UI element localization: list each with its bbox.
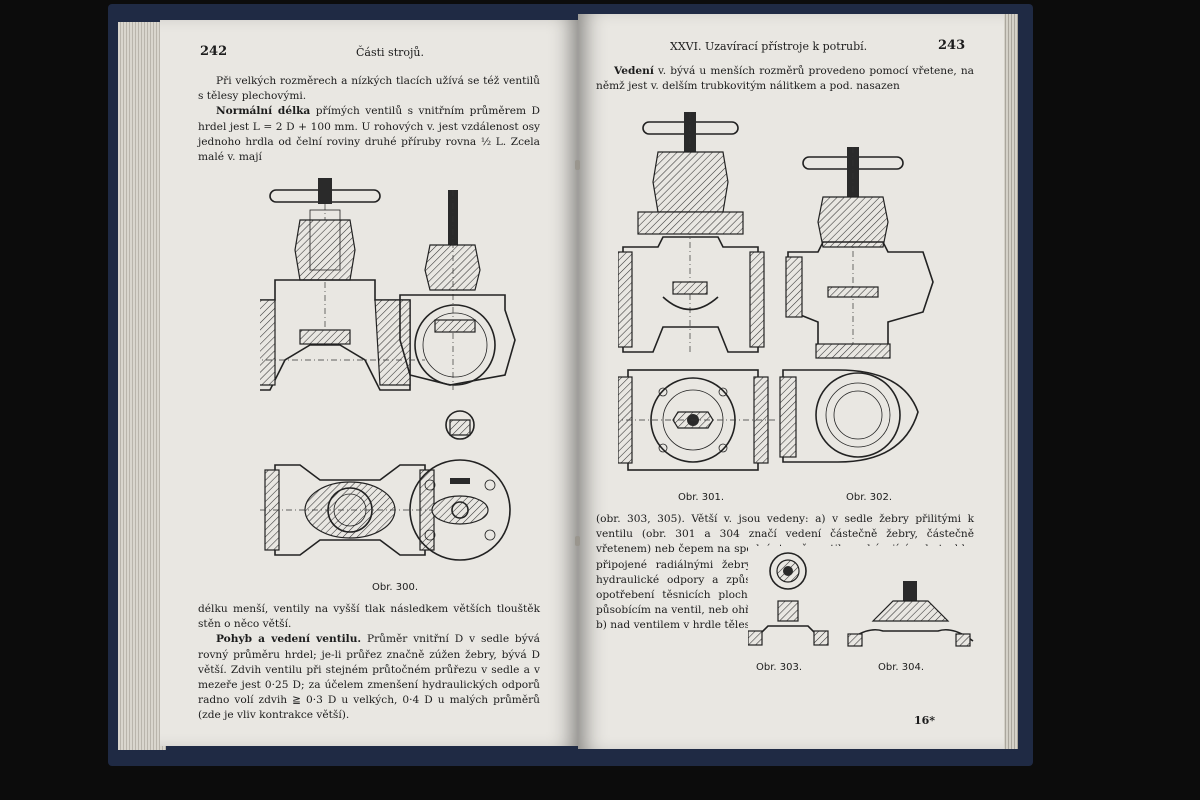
paragraph-text: přímých ventilů s vnitřním průměrem D hr… — [198, 105, 540, 164]
figure-caption: Obr. 300. — [372, 582, 419, 593]
figure-caption: Obr. 302. — [846, 492, 893, 503]
page-edges-left — [118, 22, 166, 750]
text-block-top: Při velkých rozměrech a nízkých tlacích … — [198, 74, 540, 165]
page-number: 243 — [938, 38, 966, 53]
valve-drawing-fig303-304 — [748, 546, 978, 658]
binding-stitch — [575, 160, 580, 170]
signature-mark: 16* — [914, 714, 936, 727]
paragraph: Vedení v. bývá u menších rozměrů provede… — [596, 64, 974, 94]
paragraph: délku menší, ventily na vyšší tlak násle… — [198, 603, 540, 631]
paragraph: Pohyb a vedení ventilu. Průměr vnitřní D… — [198, 632, 540, 723]
paragraph: Normální délka přímých ventilů s vnitřní… — [198, 104, 540, 165]
page-number: 242 — [200, 44, 228, 59]
paragraph-lead: Pohyb a vedení ventilu. — [216, 633, 362, 646]
running-head: Části strojů. — [356, 46, 424, 59]
text-block-bottom: délku menší, ventily na vyšší tlak násle… — [198, 602, 540, 724]
paragraph-text: Průměr vnitřní D v sedle bývá rovný prům… — [198, 633, 540, 722]
binding-stitch — [575, 536, 580, 546]
running-head: XXVI. Uzavírací přístroje k potrubí. — [670, 40, 868, 53]
figure-caption: Obr. 301. — [678, 492, 725, 503]
page-edges-right — [1000, 14, 1018, 749]
paragraph-text: v. bývá u menších rozměrů provedeno pomo… — [596, 65, 974, 93]
figure-caption: Obr. 303. — [756, 662, 803, 673]
text-block-top: Vedení v. bývá u menších rozměrů provede… — [596, 64, 974, 94]
paragraph: Při velkých rozměrech a nízkých tlacích … — [198, 75, 540, 103]
left-page: 242 Části strojů. Při velkých rozměrech … — [160, 20, 578, 746]
right-page: XXVI. Uzavírací přístroje k potrubí. 243… — [578, 14, 1004, 749]
paragraph-lead: Vedení — [614, 65, 654, 77]
valve-drawing-fig301-302 — [618, 112, 934, 471]
valve-drawing-fig300 — [260, 178, 516, 561]
figure-caption: Obr. 304. — [878, 662, 925, 673]
paragraph-lead: Normální délka — [216, 105, 311, 118]
